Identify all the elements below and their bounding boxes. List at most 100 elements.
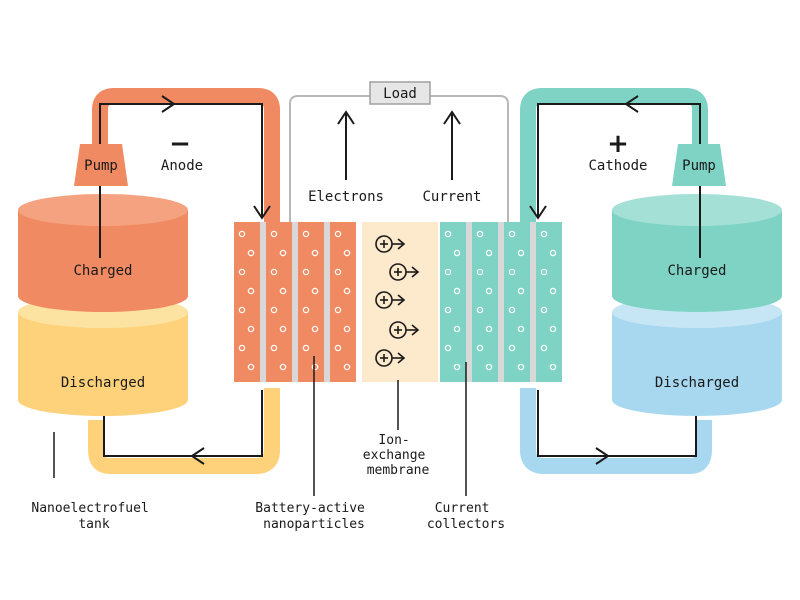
cathode-pump: Pump [672,144,726,186]
current-collector [292,222,298,382]
current-collector [498,222,504,382]
anode-electrode-plate [298,222,324,382]
current-collector [260,222,266,382]
nanoparticle [343,249,351,257]
load-label: Load [383,86,417,102]
nanoparticle [540,268,548,276]
membrane-callout: Ion- exchange membrane [363,433,433,478]
cell-stack [234,222,562,382]
nanoparticle [334,306,342,314]
nanoparticle [453,249,461,257]
collectors-callout: Current collectors [427,501,505,532]
nanoparticle [279,287,287,295]
nanoparticle [334,344,342,352]
anode-pump-label: Pump [84,158,118,174]
nanoparticle [238,306,246,314]
nanoparticle [549,249,557,257]
nanoparticle [540,230,548,238]
nanoparticle [540,344,548,352]
nanoparticle [238,230,246,238]
nanoparticle [453,363,461,371]
nanoparticle [476,306,484,314]
nanoparticle [444,344,452,352]
cathode-discharged-label: Discharged [655,375,739,391]
nanoparticle [549,325,557,333]
positive-ion [375,235,406,253]
nanoparticle [279,363,287,371]
nanoparticle [444,268,452,276]
cathode-electrode-plate [440,222,466,382]
nanoparticle [247,325,255,333]
anode-charged-label: Charged [73,263,132,279]
anode-label: Anode [161,158,203,174]
nanoparticle [485,249,493,257]
cathode-label: Cathode [588,158,647,174]
anode-tank: Discharged Charged [18,194,188,416]
nanoparticle [485,287,493,295]
electrons-arrow [337,110,355,180]
nanoparticle [476,344,484,352]
anode-pipe [88,88,280,474]
nanoparticle [549,363,557,371]
nanoparticle [238,344,246,352]
nanoparticle [517,287,525,295]
nanoparticle [453,287,461,295]
nanoparticle [517,363,525,371]
nanoparticle [302,268,310,276]
nanoparticle [311,325,319,333]
callout-lines [53,356,467,496]
nanoparticle [247,249,255,257]
positive-ion [375,291,406,309]
positive-ion [389,263,420,281]
nanoparticle [508,230,516,238]
nanoparticle [343,363,351,371]
nanoparticle [485,363,493,371]
nanoparticle [270,230,278,238]
current-collector [466,222,472,382]
anode-electrode-plate [266,222,292,382]
nanoparticle [444,306,452,314]
nanoparticle [549,287,557,295]
nanoparticle [302,230,310,238]
nanoparticle [311,249,319,257]
positive-ion [375,349,406,367]
nanoparticle [311,363,319,371]
nanoparticle [279,249,287,257]
nanoparticle [485,325,493,333]
positive-ion [389,321,420,339]
nanoparticle [508,344,516,352]
particles-callout: Battery-active nanoparticles [255,501,372,532]
nanoparticle [302,344,310,352]
nanoparticle [270,268,278,276]
nanoparticle [343,325,351,333]
nanoparticle [508,268,516,276]
anode-discharged-label: Discharged [61,375,145,391]
anode-sign: − [169,129,191,159]
nanoparticle [311,287,319,295]
nanoparticle [238,268,246,276]
nanoparticle [334,268,342,276]
current-label: Current [422,189,481,205]
nanoparticle [270,344,278,352]
nanoparticle [279,325,287,333]
cathode-electrode-plate [504,222,530,382]
cathode-pump-label: Pump [682,158,716,174]
nanoparticle [517,325,525,333]
tank-callout: Nanoelectrofuel tank [31,501,156,532]
nanoparticle [302,306,310,314]
nanoparticle [476,268,484,276]
cathode-electrode-plate [536,222,562,382]
nanoparticle [453,325,461,333]
nanoparticle [540,306,548,314]
nanoparticle [517,249,525,257]
nanoparticle [476,230,484,238]
nanoparticle [444,230,452,238]
nanoparticle [247,287,255,295]
anode-electrode-plate [234,222,260,382]
nanoparticle [343,287,351,295]
cathode-sign: + [607,129,629,159]
current-collector [530,222,536,382]
cathode-electrode-plate [472,222,498,382]
nanoparticle [270,306,278,314]
